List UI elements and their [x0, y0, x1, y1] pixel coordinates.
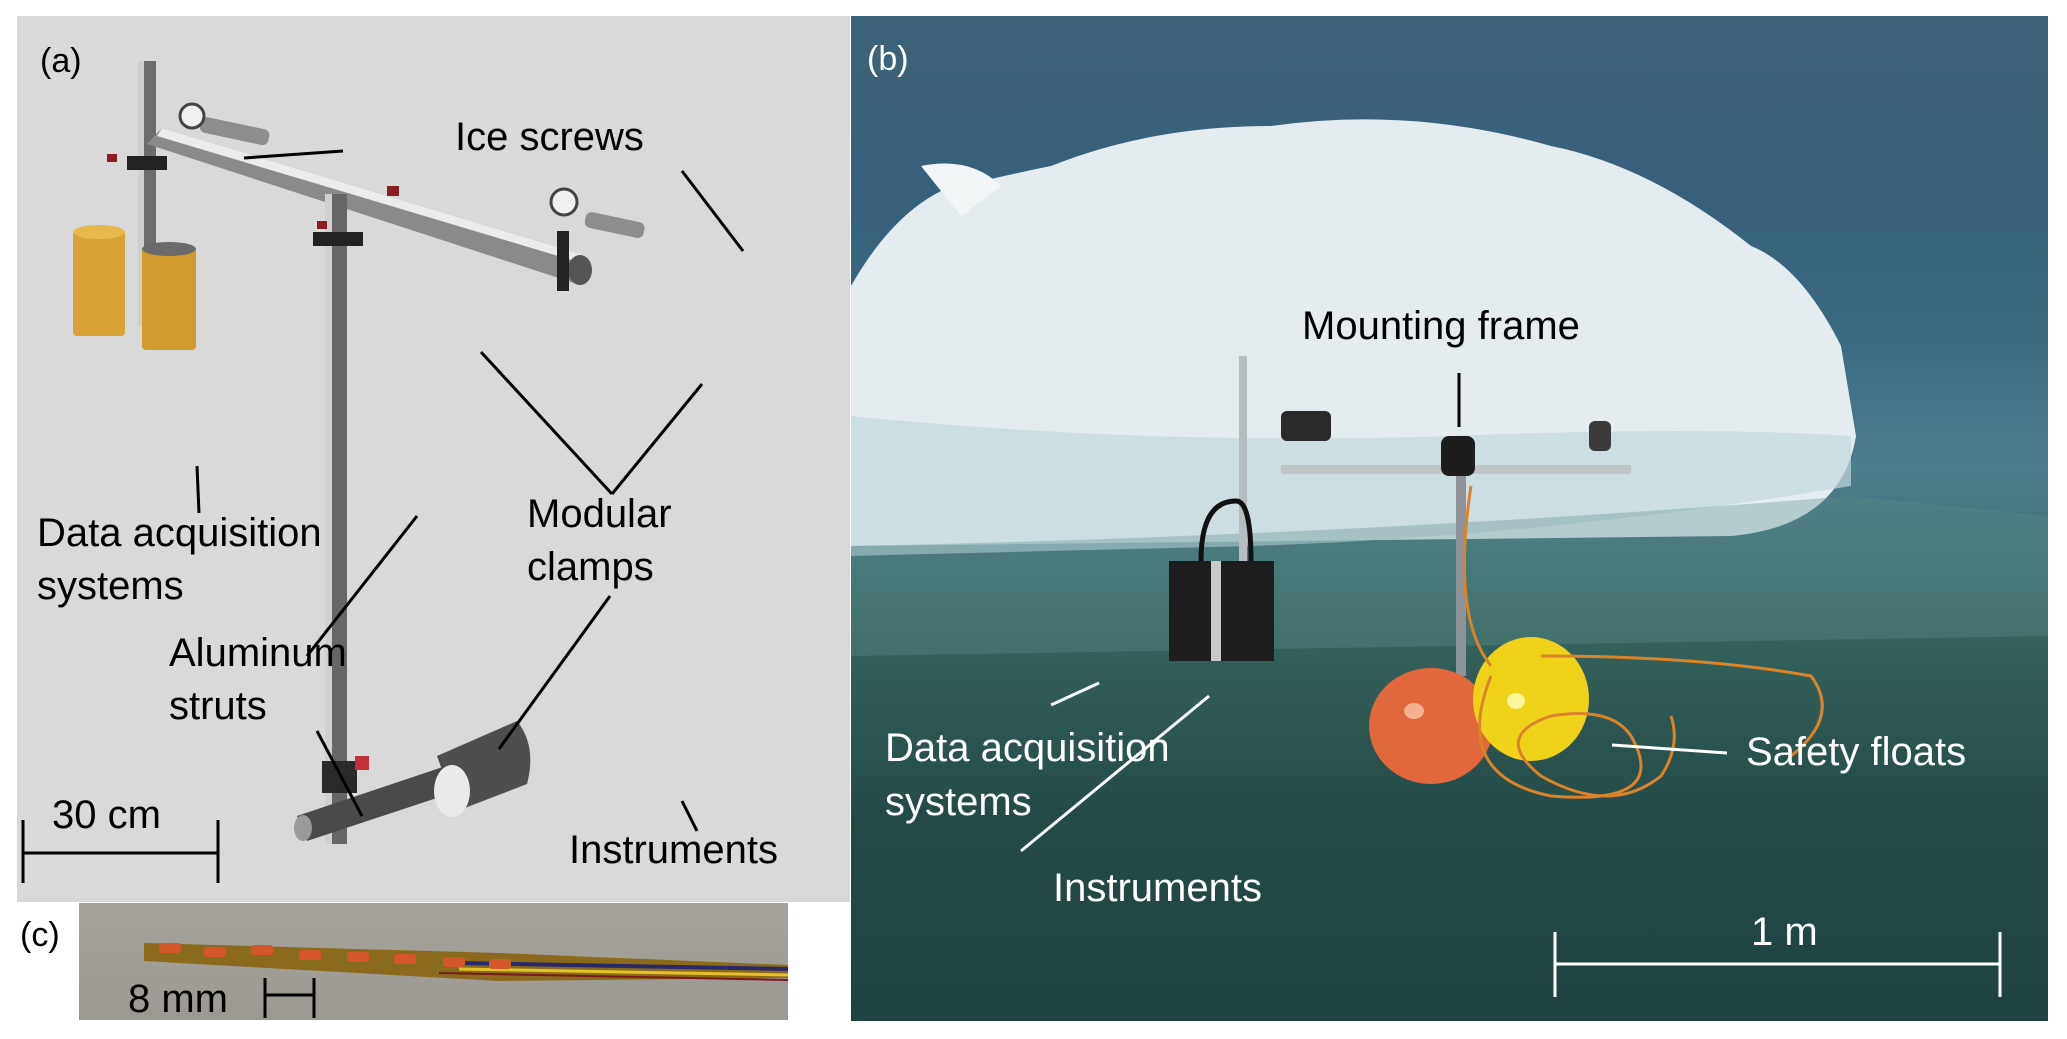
daq-cylinder-1 [73, 231, 125, 336]
panel-c-tag: (c) [20, 916, 60, 954]
panel-c-photograph: 8 mm [79, 903, 788, 1020]
label-mounting-frame: Mounting frame [1302, 304, 1580, 348]
instrument-sensor [434, 765, 470, 817]
panel-a-rendering: (a) Ice screws Data acquisition systems … [17, 16, 850, 902]
label-modular-line2: clamps [527, 545, 654, 589]
clamp-3 [557, 231, 569, 291]
leader-modular-2 [610, 383, 704, 495]
leader-instruments-b [1020, 694, 1210, 853]
leader-modular-1 [479, 350, 614, 496]
label-modular-line1: Modular [527, 492, 672, 536]
leader-modular-3 [497, 595, 612, 750]
panel-a-tag: (a) [40, 42, 82, 80]
label-aluminum-line1: Aluminum [169, 631, 347, 675]
scale-label-8mm: 8 mm [128, 977, 228, 1020]
label-daq-line2: systems [37, 564, 184, 608]
rope [1462, 485, 1824, 799]
leader-aluminum-2 [315, 730, 364, 817]
scale-label-30cm: 30 cm [52, 793, 161, 837]
frame-center-vertical [1456, 456, 1466, 676]
label-instruments-b: Instruments [1053, 866, 1262, 910]
leader-daq [195, 465, 201, 514]
sensor-coils [159, 943, 511, 969]
leader-instruments [680, 800, 699, 832]
safety-float-orange-body [1369, 668, 1493, 784]
label-ice-screws: Ice screws [455, 115, 644, 159]
scale-bar-8mm [263, 978, 316, 1018]
panel-c-illustration [144, 943, 788, 1018]
frame-left-vertical [1239, 356, 1247, 571]
top-horizontal-strut [147, 128, 587, 284]
panel-b-illustration [851, 119, 2048, 997]
label-daq-b-line2: systems [885, 780, 1032, 824]
clamp-4 [322, 761, 357, 793]
leader-aluminum-1 [305, 515, 419, 657]
label-safety-floats: Safety floats [1746, 730, 1967, 774]
scale-bar-1m [1553, 932, 2002, 997]
label-daq-line1: Data acquisition [37, 511, 322, 555]
leader-ice-screws-1 [243, 149, 344, 160]
label-aluminum-line2: struts [169, 684, 267, 728]
leader-daq-b [1050, 681, 1100, 707]
panel-a-illustration [21, 61, 745, 883]
ice-screw-1 [199, 117, 270, 146]
daq-housing [1169, 561, 1274, 661]
panel-b-photograph: (b) Mounting frame Data acquisition syst… [851, 16, 2048, 1021]
panel-b-tag: (b) [867, 40, 909, 78]
ice-screw-2 [584, 212, 645, 239]
clamp-2 [313, 232, 363, 246]
clamp-1 [127, 156, 167, 170]
leader-safety-floats [1611, 743, 1728, 755]
scale-label-1m: 1 m [1751, 910, 1818, 954]
safety-float-yellow [1473, 637, 1589, 761]
daq-cylinder-2 [142, 248, 196, 350]
label-instruments-a: Instruments [569, 828, 778, 872]
scale-bar-30cm [21, 820, 220, 883]
leader-ice-screws-2 [680, 170, 745, 252]
label-daq-b-line1: Data acquisition [885, 726, 1170, 770]
